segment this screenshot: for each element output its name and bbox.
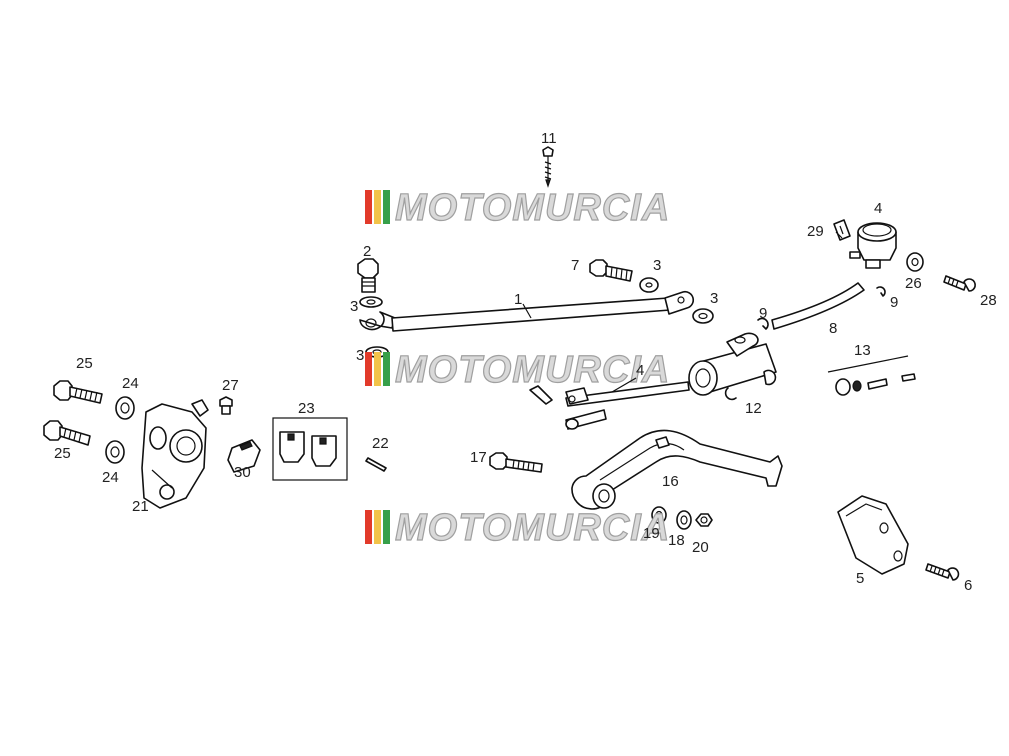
part-6-screw	[925, 563, 960, 581]
callout-16: 16	[662, 473, 679, 490]
callout-11: 11	[541, 130, 557, 147]
callout-19: 19	[643, 525, 660, 542]
part-12-master-cylinder	[688, 332, 777, 401]
callout-23: 23	[298, 400, 315, 417]
callout-24: 24	[122, 375, 139, 392]
callout-26: 26	[905, 275, 922, 292]
part-19-washer	[651, 506, 667, 524]
callout-27: 27	[222, 377, 239, 394]
watermark-text: MOTOMURCIA	[395, 187, 670, 229]
callout-30: 30	[234, 464, 251, 481]
part-13-pin-set	[827, 355, 916, 396]
callout-29: 29	[807, 223, 824, 240]
callout-1: 1	[514, 291, 522, 308]
callout-17: 17	[470, 449, 487, 466]
callout-25: 25	[76, 355, 93, 372]
part-3-washer-right	[639, 277, 659, 293]
part-5-cover	[837, 495, 909, 575]
callout-3: 3	[350, 298, 358, 315]
callout-7: 7	[571, 257, 579, 274]
part-1-brake-hose	[359, 290, 695, 332]
watermark-top: MOTOMURCIA	[365, 186, 670, 230]
part-21-brake-caliper	[141, 399, 209, 509]
part-25-bolt-upper	[53, 380, 103, 404]
part-23-brake-pads	[272, 417, 348, 481]
part-17-pivot-bolt	[489, 452, 543, 473]
watermark-bottom: MOTOMURCIA	[365, 506, 670, 550]
callout-6: 6	[964, 577, 972, 594]
callout-5: 5	[856, 570, 864, 587]
callout-24: 24	[102, 469, 119, 486]
part-26-washer	[906, 252, 924, 272]
part-2-banjo-bolt	[357, 258, 379, 293]
part-3-washer-upper	[359, 296, 383, 308]
callout-20: 20	[692, 539, 709, 556]
part-9-hose-clip-left	[757, 317, 769, 330]
part-11-screw	[542, 146, 554, 188]
watermark-text: MOTOMURCIA	[395, 507, 670, 549]
part-9-hose-clip-right	[876, 286, 886, 297]
part-24-washer-lower	[105, 440, 125, 464]
callout-2: 2	[363, 243, 371, 260]
part-28-screw	[943, 275, 976, 292]
part-24-washer-upper	[115, 396, 135, 420]
part-22-pad-pin	[365, 457, 387, 472]
part-27-bleed-screw	[219, 396, 233, 415]
part-3-washer-end	[692, 308, 714, 324]
part-8-reservoir-hose	[771, 282, 865, 330]
callout-25: 25	[54, 445, 71, 462]
callout-8: 8	[829, 320, 837, 337]
part-18-washer	[676, 510, 692, 530]
callout-3: 3	[710, 290, 718, 307]
part-16-brake-pedal	[571, 429, 783, 510]
callout-28: 28	[980, 292, 997, 309]
part-29-bracket	[833, 219, 851, 241]
callout-4: 4	[874, 200, 882, 217]
callout-18: 18	[668, 532, 685, 549]
callout-22: 22	[372, 435, 389, 452]
leader-lines	[522, 231, 843, 393]
part-30-pad-spring	[227, 439, 261, 473]
callout-12: 12	[745, 400, 762, 417]
part-20-nut	[695, 513, 713, 527]
part-25-bolt-lower	[43, 420, 91, 446]
callout-9: 9	[759, 305, 767, 322]
part-4-push-rod	[529, 381, 690, 430]
callout-13: 13	[854, 342, 871, 359]
watermark-text: MOTOMURCIA	[395, 349, 670, 391]
callout-labels: 1 2 3 3 3 3 4 4 5 6 7 8 9 9 11 12 13 16 …	[54, 130, 997, 594]
callout-9: 9	[890, 294, 898, 311]
part-7-bolt	[589, 259, 633, 282]
part-4-fluid-reservoir	[849, 222, 897, 269]
callout-21: 21	[132, 498, 149, 515]
callout-4: 4	[636, 362, 644, 379]
callout-3: 3	[356, 347, 364, 364]
callout-3: 3	[653, 257, 661, 274]
